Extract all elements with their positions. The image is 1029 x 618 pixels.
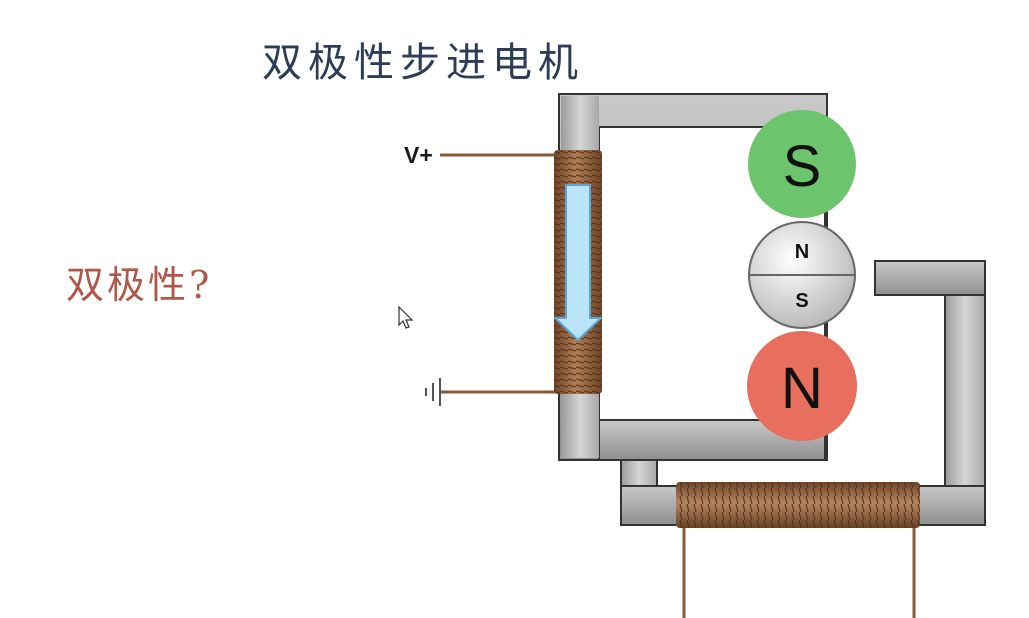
stator-pole-s: S [748,110,856,218]
rotor-south-label: S [795,290,808,312]
stator-pole-n: N [747,331,857,441]
bipolar-question: 双极性? [66,263,213,307]
rotor-magnet: N S [748,221,856,329]
pole-n-label: N [781,356,823,421]
slide-title: 双极性步进电机 [262,40,584,86]
current-direction-arrow [554,184,602,341]
rotor-north-label: N [795,241,809,263]
supply-label: V+ [404,142,433,168]
pole-s-label: S [783,134,822,199]
horizontal-coil [676,482,920,618]
ground-symbol-icon [425,378,441,406]
mouse-pointer-icon [398,306,414,329]
